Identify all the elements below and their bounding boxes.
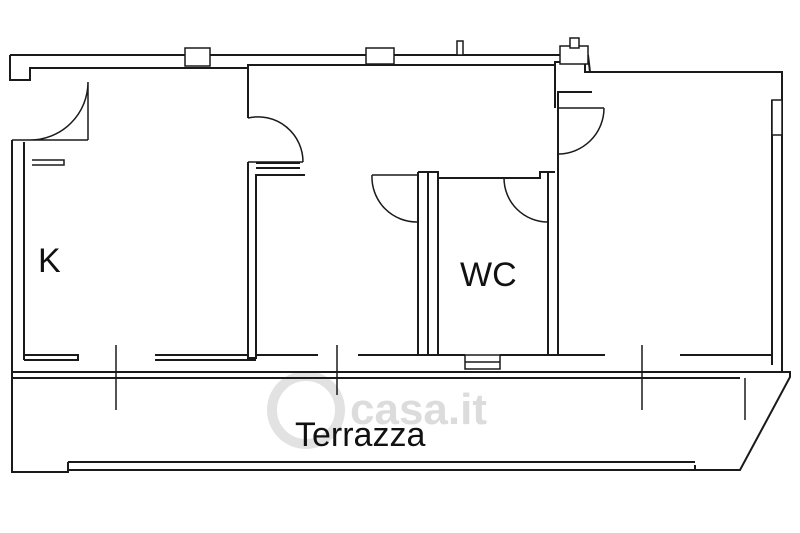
wc-top-wall (428, 171, 555, 179)
bedroom-top-wall (256, 162, 300, 169)
terrace-bottom (68, 461, 695, 471)
outer-walls (9, 54, 791, 473)
room-label-wc: WC (460, 256, 517, 294)
wc-right-wall (547, 91, 592, 356)
outer-wall-right (694, 90, 791, 471)
outer-wall-top (9, 55, 783, 90)
wc-door (503, 175, 549, 223)
bedroom-right-wall (417, 171, 429, 356)
chimney-vent (456, 40, 464, 56)
kitchen-shelf (32, 159, 65, 166)
watermark: casa.it (267, 371, 487, 449)
windows (184, 37, 783, 370)
chimney-vent-right (569, 37, 580, 49)
doors (12, 81, 746, 420)
window-top-left (184, 47, 211, 67)
watermark-text: casa.it (350, 385, 487, 434)
living-door (557, 107, 605, 155)
room-label-kitchen: K (38, 242, 61, 280)
bedroom-door (371, 174, 419, 223)
kitchen-door (247, 116, 304, 163)
terrace-top-line (12, 371, 782, 379)
right-window (771, 99, 783, 136)
room-label-terrace: Terrazza (295, 416, 425, 454)
outer-wall-left (11, 140, 69, 473)
interior-walls (24, 65, 772, 361)
window-top-center (365, 47, 395, 65)
watermark-logo-icon (267, 371, 345, 449)
kitchen-right-wall (247, 68, 305, 359)
outer-wall-top-inner (10, 54, 591, 73)
kitchen-bottom-wall (24, 354, 256, 361)
entry-door (12, 81, 89, 141)
